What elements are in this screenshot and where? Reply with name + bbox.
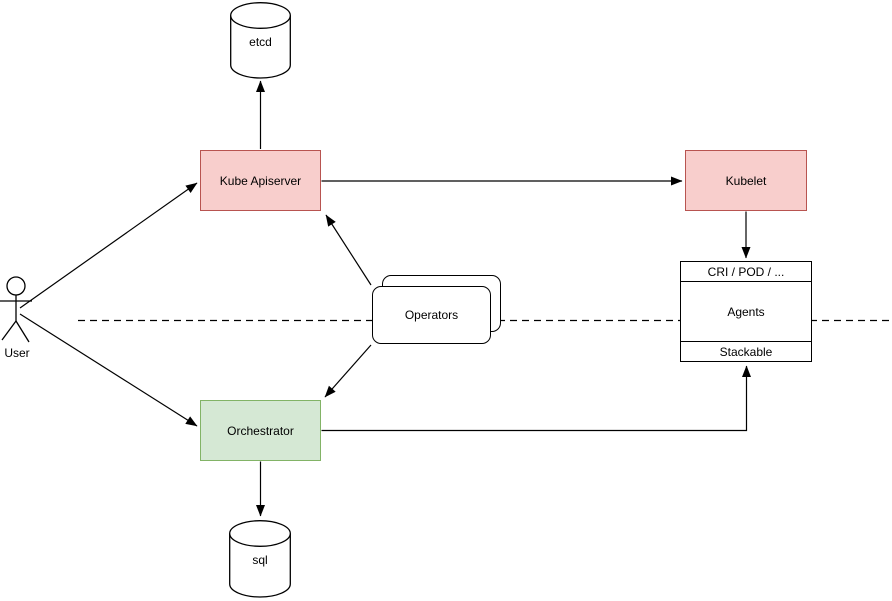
node-kube-apiserver[interactable]: Kube Apiserver [200, 150, 321, 211]
node-sql[interactable]: sql [229, 520, 291, 598]
node-etcd-label: etcd [249, 35, 272, 49]
cylinder-shape [229, 520, 291, 598]
node-agents-middle-label: Agents [727, 304, 765, 319]
node-kubelet[interactable]: Kubelet [685, 150, 807, 211]
node-sql-label: sql [252, 553, 268, 567]
node-user[interactable] [0, 274, 34, 344]
node-kubelet-label: Kubelet [725, 173, 767, 188]
cylinder-shape [230, 2, 291, 79]
node-operators[interactable]: Operators [372, 286, 491, 344]
actor-icon [0, 276, 32, 343]
node-operators-label: Operators [404, 308, 459, 322]
node-etcd[interactable]: etcd [230, 2, 291, 79]
node-agents-bottom-label: Stackable [681, 341, 811, 361]
node-agents[interactable]: CRI / POD / ... Agents Stackable [680, 261, 812, 362]
node-orchestrator-label: Orchestrator [227, 423, 294, 438]
node-kube-apiserver-label: Kube Apiserver [219, 173, 302, 188]
node-orchestrator[interactable]: Orchestrator [200, 400, 321, 461]
node-user-label: User [4, 346, 30, 360]
node-agents-top-label: CRI / POD / ... [681, 262, 811, 282]
